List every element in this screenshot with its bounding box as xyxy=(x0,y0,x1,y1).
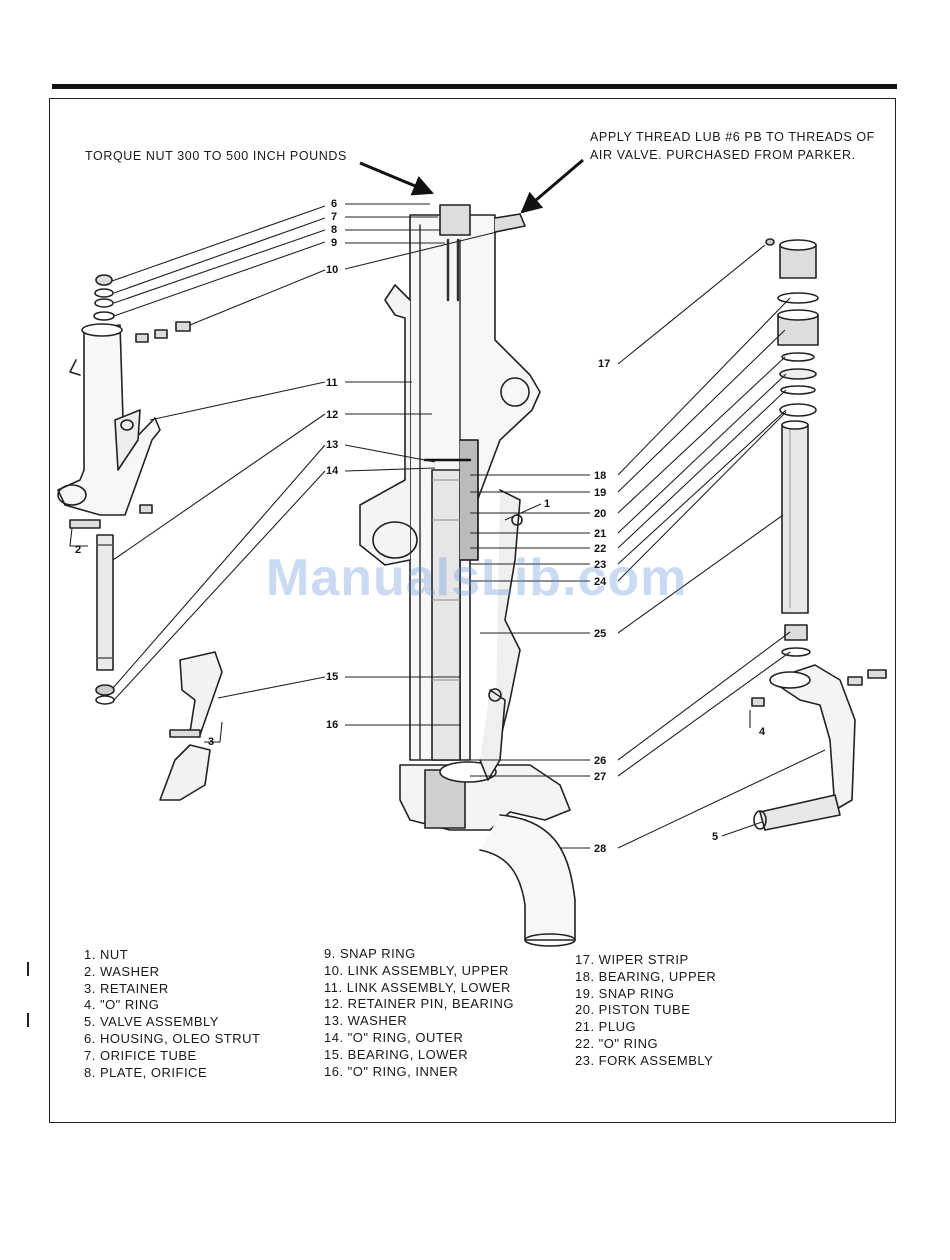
callout-21: 21 xyxy=(594,528,606,540)
callout-7: 7 xyxy=(331,211,337,223)
callout-26: 26 xyxy=(594,755,606,767)
legend-item: 11. LINK ASSEMBLY, LOWER xyxy=(324,979,511,995)
housing-exploded-left xyxy=(57,323,161,516)
callout-13: 13 xyxy=(326,439,338,451)
legend-item: 8. PLATE, ORIFICE xyxy=(84,1064,208,1080)
callout-10: 10 xyxy=(326,264,338,276)
legend-item: 19. SNAP RING xyxy=(575,985,675,1001)
callout-3: 3 xyxy=(208,736,214,748)
lube-note-line2: AIR VALVE. PURCHASED FROM PARKER. xyxy=(590,148,856,162)
callout-27: 27 xyxy=(594,771,606,783)
bearings-right xyxy=(765,238,819,417)
callout-14: 14 xyxy=(326,465,339,477)
callout-16: 16 xyxy=(326,719,338,731)
lube-note-arrow xyxy=(520,158,584,214)
callout-19: 19 xyxy=(594,487,606,499)
legend-item: 20. PISTON TUBE xyxy=(575,1002,691,1018)
legend-item: 16. "O" RING, INNER xyxy=(324,1063,459,1079)
legend-item: 15. BEARING, LOWER xyxy=(324,1046,469,1062)
callout-numbers: 6 7 8 9 10 11 12 13 14 15 16 17 18 19 20… xyxy=(75,198,766,855)
legend-item: 7. ORIFICE TUBE xyxy=(84,1047,197,1063)
callout-22: 22 xyxy=(594,543,606,555)
callout-11: 11 xyxy=(326,377,338,389)
legend-item: 6. HOUSING, OLEO STRUT xyxy=(84,1030,261,1046)
parts-legend-col3: 17. WIPER STRIP 18. BEARING, UPPER 19. S… xyxy=(575,952,716,1070)
torque-note: TORQUE NUT 300 TO 500 INCH POUNDS xyxy=(85,149,347,163)
retainer-pin-left xyxy=(69,504,153,705)
legend-item: 3. RETAINER xyxy=(84,980,169,996)
legend-item: 14. "O" RING, OUTER xyxy=(324,1029,464,1045)
torque-note-arrow xyxy=(359,161,434,196)
change-bar xyxy=(27,1013,29,1027)
legend-item: 12. RETAINER PIN, BEARING xyxy=(324,996,514,1012)
callout-9: 9 xyxy=(331,237,337,249)
callout-28: 28 xyxy=(594,843,606,855)
callout-15: 15 xyxy=(326,671,338,683)
legend-item: 4. "O" RING xyxy=(84,997,160,1013)
legend-item: 13. WASHER xyxy=(324,1013,408,1029)
figure-frame xyxy=(49,98,896,1123)
change-bar xyxy=(27,962,29,976)
lube-note-line1: APPLY THREAD LUB #6 PB TO THREADS OF xyxy=(590,130,875,144)
fork-right xyxy=(751,664,887,831)
parts-legend-col2: 9. SNAP RING 10. LINK ASSEMBLY, UPPER 11… xyxy=(324,946,514,1080)
callout-1: 1 xyxy=(544,498,550,510)
oleo-strut-housing xyxy=(359,204,541,761)
legend-item: 9. SNAP RING xyxy=(324,946,416,961)
legend-item: 21. PLUG xyxy=(575,1019,637,1035)
callout-8: 8 xyxy=(331,224,337,236)
link-parts-left xyxy=(159,651,223,801)
callout-23: 23 xyxy=(594,559,606,571)
fork-assembly xyxy=(399,761,576,947)
callout-24: 24 xyxy=(594,576,607,588)
legend-item: 18. BEARING, UPPER xyxy=(575,968,717,984)
callout-25: 25 xyxy=(594,628,606,640)
callout-2: 2 xyxy=(75,544,81,556)
callout-18: 18 xyxy=(594,470,606,482)
leader-lines xyxy=(69,203,826,849)
legend-item: 23. FORK ASSEMBLY xyxy=(575,1052,714,1068)
piston-tube-right xyxy=(781,420,811,657)
watermark: ManualsLib.com xyxy=(266,549,688,607)
legend-item: 1. NUT xyxy=(84,947,129,962)
piston-tube xyxy=(431,469,461,761)
valve-parts xyxy=(135,321,191,343)
legend-item: 22. "O" RING xyxy=(575,1035,659,1051)
legend-item: 10. LINK ASSEMBLY, UPPER xyxy=(324,962,509,978)
header-rule xyxy=(52,84,897,89)
callout-4: 4 xyxy=(759,726,766,738)
callout-20: 20 xyxy=(594,508,606,520)
legend-item: 17. WIPER STRIP xyxy=(575,952,689,967)
callout-6: 6 xyxy=(331,198,337,210)
callout-5: 5 xyxy=(712,831,718,843)
nut-washer-stack xyxy=(93,274,115,321)
callout-12: 12 xyxy=(326,409,338,421)
legend-item: 2. WASHER xyxy=(84,963,160,979)
parts-legend-col1: 1. NUT 2. WASHER 3. RETAINER 4. "O" RING… xyxy=(84,947,260,1081)
callout-17: 17 xyxy=(598,358,610,370)
legend-item: 5. VALVE ASSEMBLY xyxy=(84,1014,219,1030)
